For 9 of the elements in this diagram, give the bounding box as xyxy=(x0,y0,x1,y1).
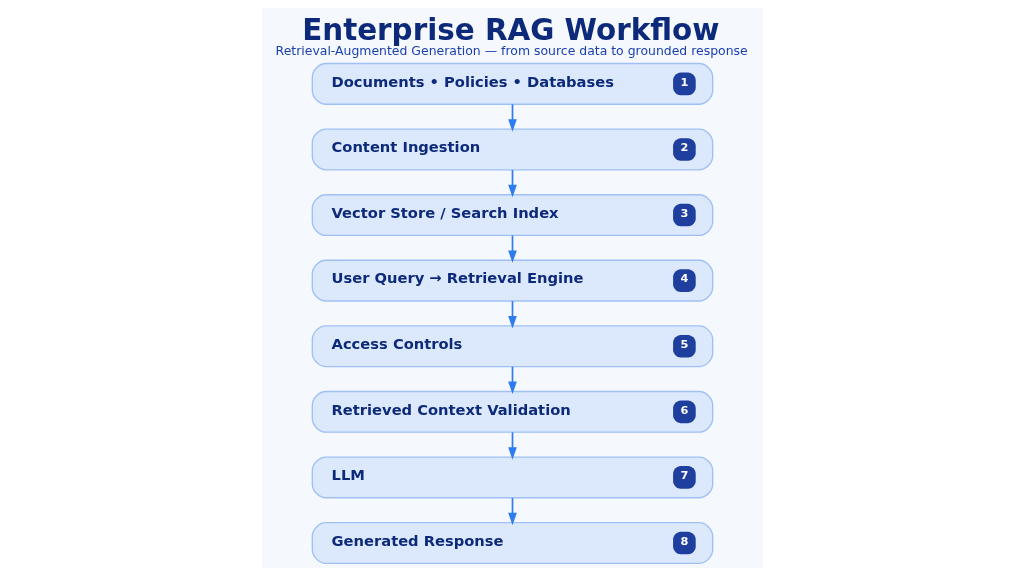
node-box: Access Controls 5 xyxy=(311,325,713,368)
node-box: Documents • Policies • Databases 1 xyxy=(311,62,713,105)
node-box: Content Ingestion 2 xyxy=(311,128,713,171)
node-box: LLM 7 xyxy=(311,456,713,499)
node-box: Vector Store / Search Index 3 xyxy=(311,194,713,237)
node-box: Generated Response 8 xyxy=(311,522,713,565)
node-box: Retrieved Context Validation 6 xyxy=(311,390,713,433)
node-box: User Query → Retrieval Engine 4 xyxy=(311,259,713,302)
diagram-title: Enterprise RAG Workflow xyxy=(301,12,719,47)
